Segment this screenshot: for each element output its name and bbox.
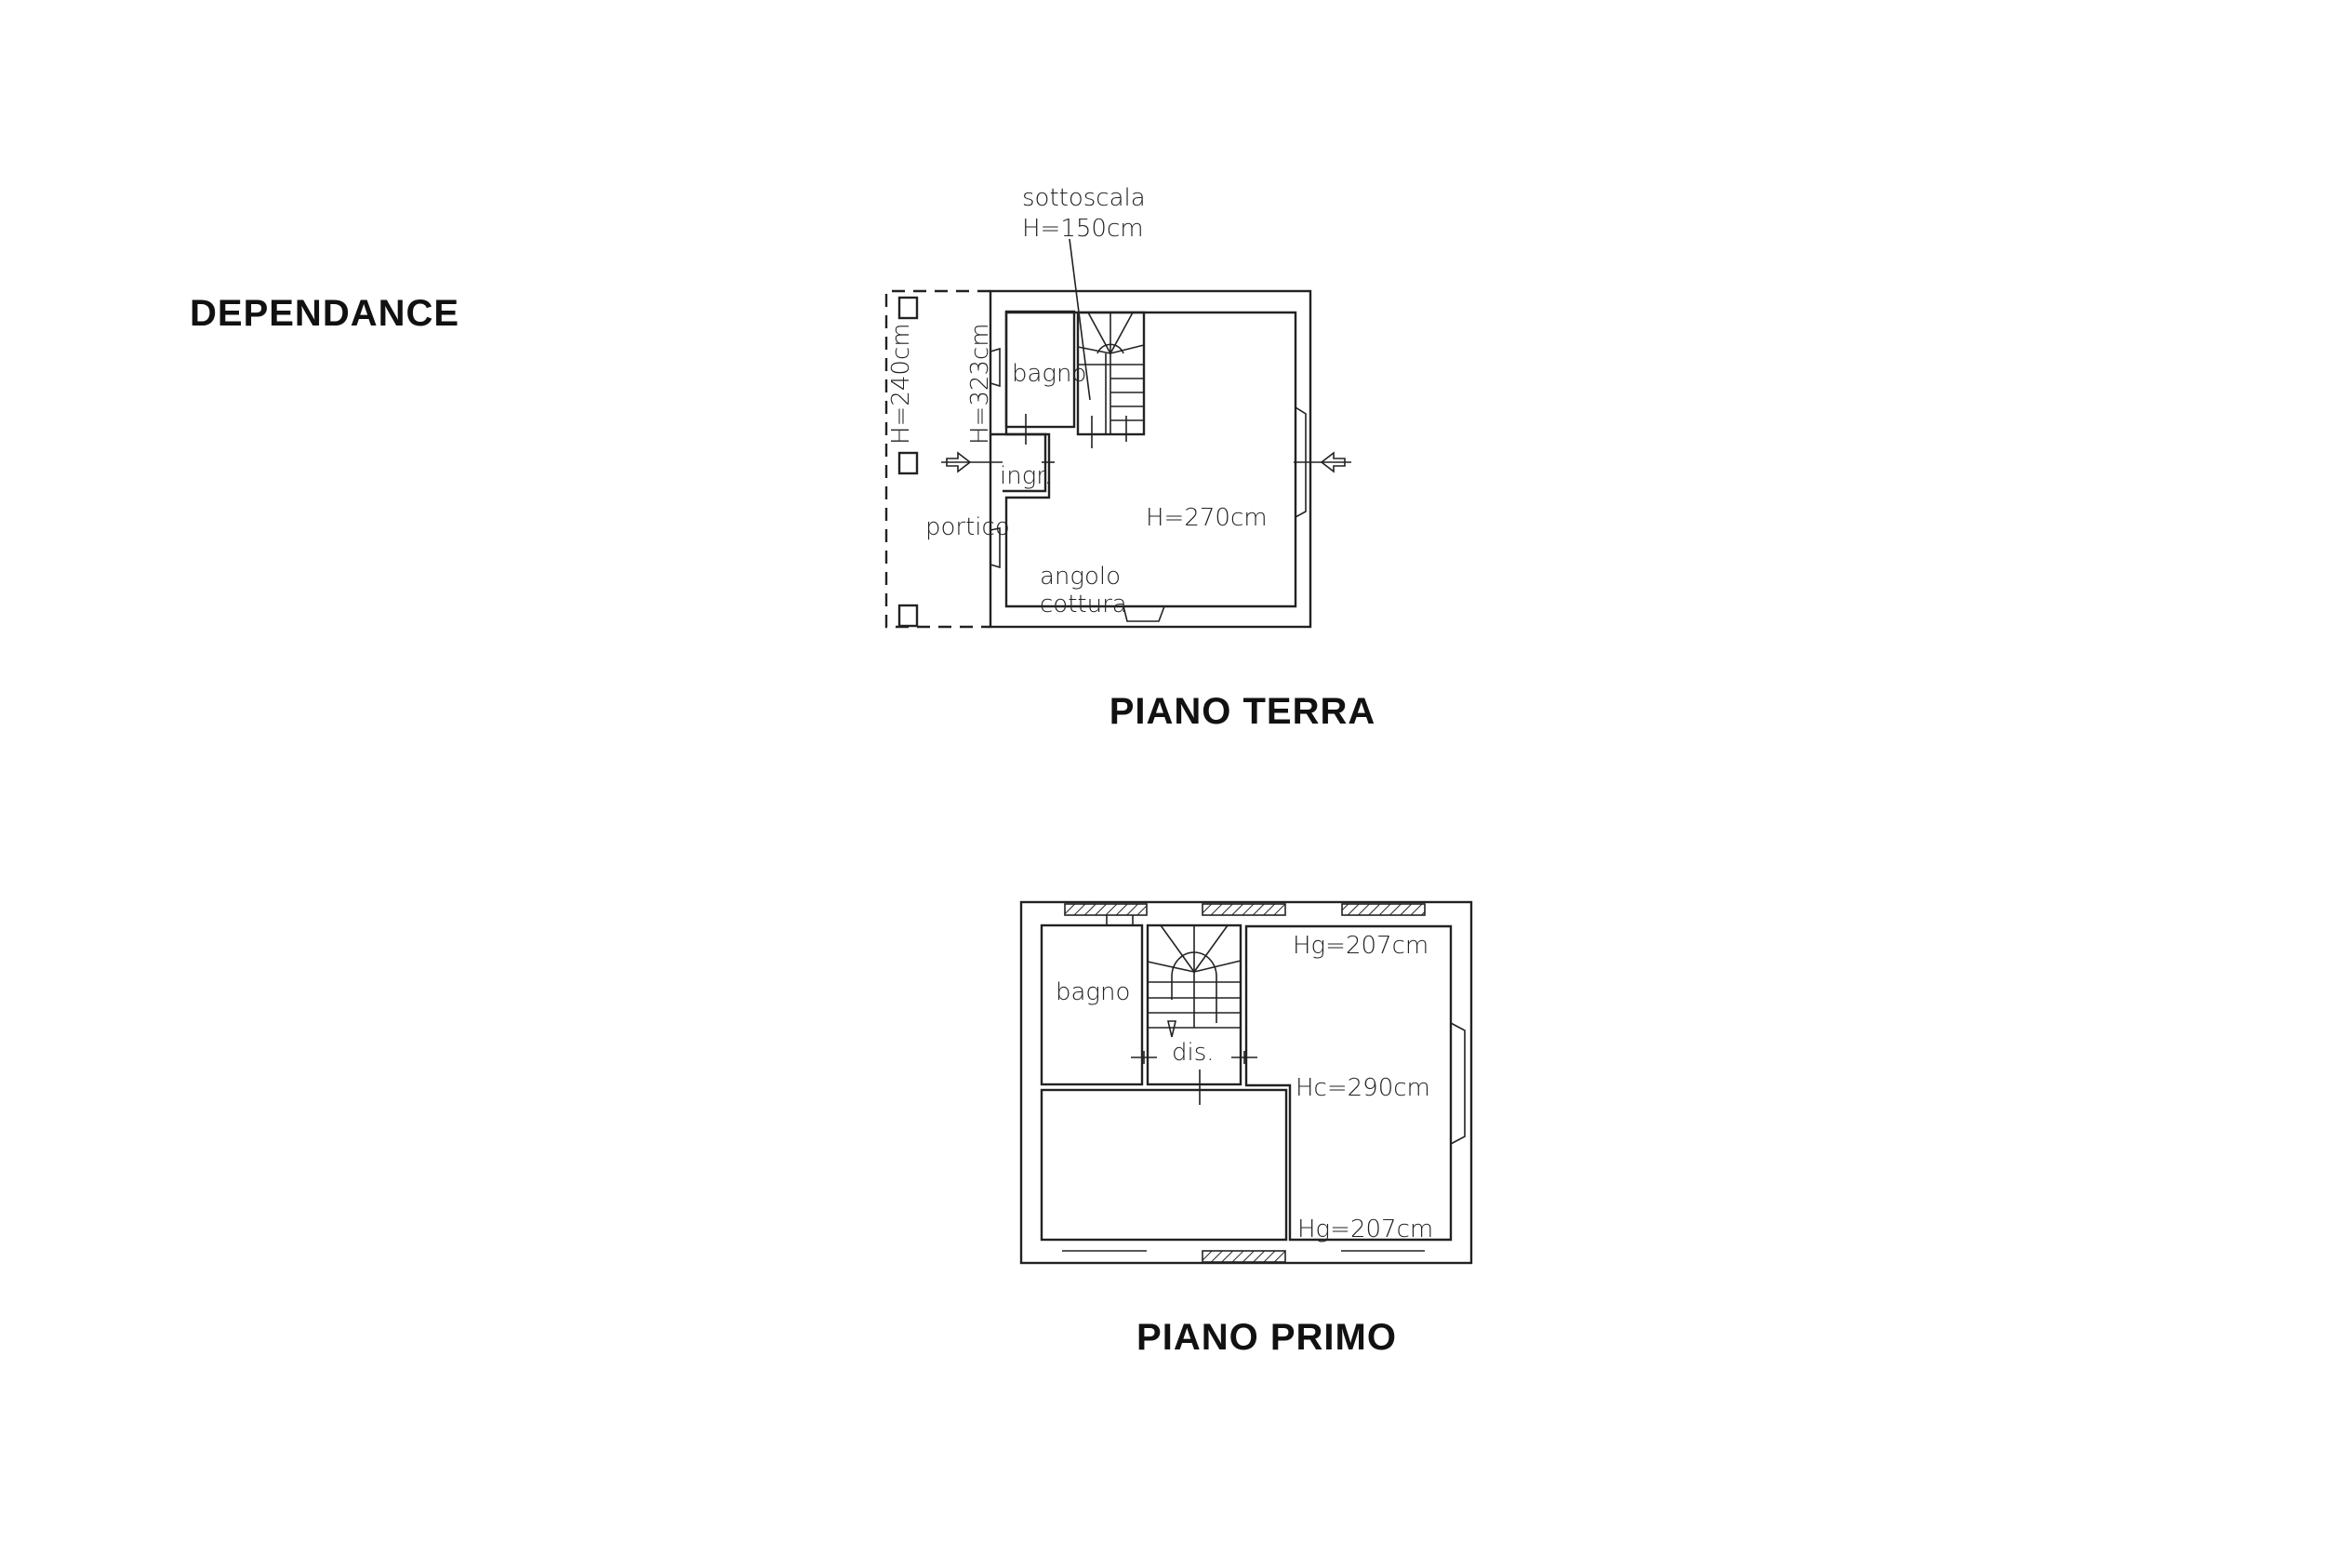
- outer-wall: [989, 289, 1312, 629]
- bedroom-right: [1244, 924, 1453, 1242]
- wall-height-label: H=323cm: [966, 323, 994, 445]
- portico-pillar: [897, 604, 919, 628]
- portico-pillar: [897, 451, 919, 475]
- stair-treads: [1077, 312, 1145, 434]
- bagno-room: [1040, 924, 1144, 1086]
- portico-outline: [884, 289, 990, 629]
- hg-bottom-label: Hg=207cm: [1297, 1216, 1433, 1243]
- ingresso-label: ingr.: [1000, 462, 1052, 490]
- main-height-label: H=270cm: [1146, 504, 1268, 532]
- hg-top-label: Hg=207cm: [1293, 932, 1428, 960]
- hatched-window: [1341, 903, 1426, 916]
- hatched-window: [1202, 1250, 1286, 1263]
- sottoscala-height-label: H=150cm: [1022, 215, 1144, 243]
- outer-wall: [1019, 900, 1473, 1265]
- portico-height-label: H=240cm: [887, 323, 915, 445]
- angolo-label: angolo: [1040, 563, 1121, 591]
- leader-line: [1069, 238, 1091, 401]
- entrance-arrow-icon: [941, 451, 1003, 473]
- bedroom-left: [1040, 1088, 1288, 1242]
- entrance-arrow-icon: [1294, 451, 1351, 473]
- portico-pillar: [897, 296, 919, 320]
- ground-floor-plan: sottoscala H=150cm bagno ingr. portico H…: [884, 184, 1351, 629]
- first-floor-heading: PIANO PRIMO: [1136, 1317, 1397, 1358]
- page-title: DEPENDANCE: [190, 293, 459, 334]
- cottura-label: cottura: [1040, 591, 1127, 618]
- first-floor-plan: bagno dis. Hg=207cm Hc=290cm Hg=207cm: [1019, 900, 1473, 1265]
- hatched-window: [1202, 903, 1286, 916]
- bagno-label: bagno: [1056, 978, 1130, 1006]
- bagno-room: [1004, 310, 1076, 429]
- ground-floor-heading: PIANO TERRA: [1110, 691, 1376, 732]
- sottoscala-label: sottoscala: [1022, 184, 1146, 212]
- disimpegno-label: dis.: [1172, 1039, 1215, 1067]
- hatched-window: [1064, 903, 1148, 916]
- stair-treads: [1062, 915, 1466, 1252]
- hc-label: Hc=290cm: [1296, 1074, 1430, 1102]
- bagno-label: bagno: [1012, 360, 1086, 388]
- portico-label: portico: [925, 513, 1010, 541]
